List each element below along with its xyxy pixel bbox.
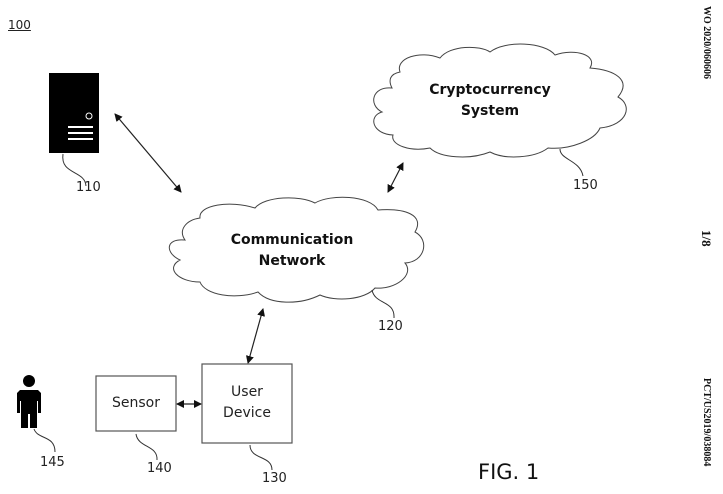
network-label-line2: Network [258, 253, 326, 269]
user-device-ref-label: 130 [262, 471, 287, 486]
network-label-line1: Communication [230, 232, 354, 248]
server-leader-line [62, 153, 87, 187]
application-number: PCT/US2019/038084 [701, 378, 712, 467]
page-indicator: 1/8 [699, 230, 714, 247]
user-device-label-line2: Device [223, 405, 271, 421]
user-device-box [201, 363, 293, 444]
arrow-server-network [114, 113, 182, 193]
user-device-label: User Device [202, 382, 292, 424]
user-device-label-line1: User [231, 384, 263, 400]
server-tower-icon [49, 73, 99, 153]
network-ref-label: 120 [378, 319, 403, 334]
sensor-leader-line [135, 433, 158, 461]
communication-network-cloud [168, 196, 425, 303]
diagram-number: 100 [8, 18, 31, 32]
cryptocurrency-ref-label: 150 [573, 178, 598, 193]
publication-number: WO 2020/060606 [701, 6, 712, 80]
cryptocurrency-cloud [373, 43, 627, 158]
user-leader-line [33, 428, 56, 453]
user-ref-label: 145 [40, 455, 65, 470]
server-ref-label: 110 [76, 180, 101, 195]
arrow-network-device [246, 308, 265, 364]
figure-label: FIG. 1 [478, 460, 540, 484]
sensor-label: Sensor [112, 395, 160, 411]
sensor-box [95, 375, 177, 432]
cryptocurrency-label-line2: System [460, 103, 520, 119]
person-icon [17, 375, 41, 428]
cryptocurrency-leader-line [559, 148, 584, 177]
cryptocurrency-label-line1: Cryptocurrency [429, 82, 551, 98]
cryptocurrency-system-label: Cryptocurrency System [420, 80, 560, 122]
network-leader-line [371, 289, 395, 319]
arrow-network-crypto [387, 162, 404, 193]
sensor-ref-label: 140 [147, 461, 172, 476]
communication-network-label: Communication Network [222, 230, 362, 272]
user-device-leader-line [249, 444, 273, 471]
